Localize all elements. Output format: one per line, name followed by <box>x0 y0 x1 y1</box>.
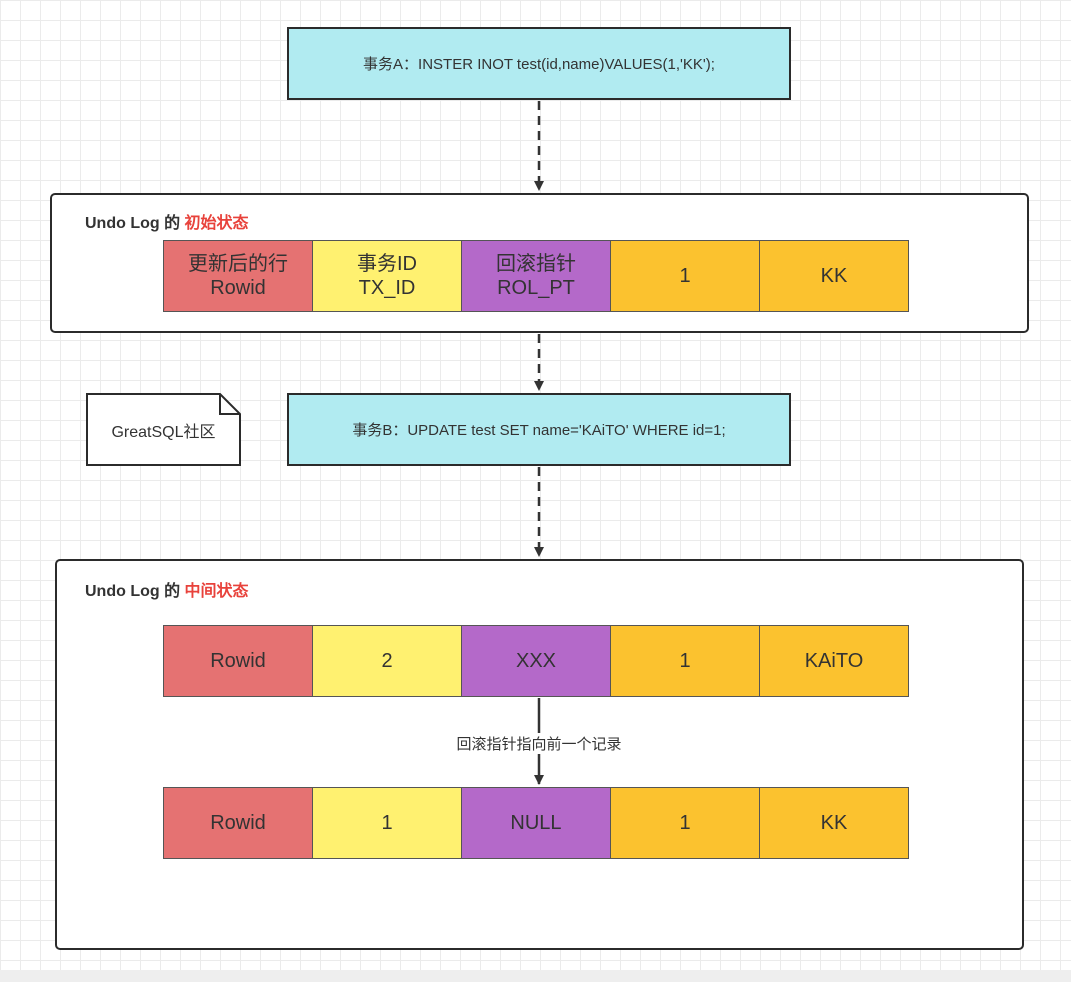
cell-line1: 事务ID <box>357 253 417 275</box>
transaction-b-text: 事务B：UPDATE test SET name='KAiTO' WHERE i… <box>352 422 726 439</box>
cell-name[interactable]: KAiTO <box>759 625 909 697</box>
cell-line1: 更新后的行 <box>188 253 288 275</box>
cell-rowid[interactable]: Rowid <box>163 787 313 859</box>
cell-rol-pt[interactable]: XXX <box>461 625 611 697</box>
cell-name[interactable]: KK <box>759 787 909 859</box>
panel-title-prefix: Undo Log 的 <box>85 583 185 600</box>
panel-title-prefix: Undo Log 的 <box>85 215 185 232</box>
panel-title-accent: 初始状态 <box>184 215 249 232</box>
initial-row: 更新后的行 Rowid 事务ID TX_ID 回滚指针 ROL_PT 1 KK <box>163 240 909 312</box>
cell-line1: 1 <box>679 265 691 287</box>
note-label: GreatSQL社区 <box>111 423 216 441</box>
rollback-pointer-label-text: 回滚指针指向前一个记录 <box>456 736 622 753</box>
cell-id[interactable]: 1 <box>610 787 760 859</box>
cell-id[interactable]: 1 <box>610 625 760 697</box>
cell-rol-pt[interactable]: 回滚指针 ROL_PT <box>461 240 611 312</box>
cell-line2: ROL_PT <box>497 277 575 299</box>
cell-rol-pt[interactable]: NULL <box>461 787 611 859</box>
panel-title-accent: 中间状态 <box>184 583 249 600</box>
cell-line1: 回滚指针 <box>496 253 576 275</box>
cell-tx-id[interactable]: 事务ID TX_ID <box>312 240 462 312</box>
cell-tx-id[interactable]: 1 <box>312 787 462 859</box>
cell-line2: TX_ID <box>358 277 416 299</box>
transaction-a-box[interactable]: 事务A：INSTER INOT test(id,name)VALUES(1,'K… <box>287 27 791 100</box>
panel-title-initial: Undo Log 的 初始状态 <box>85 209 249 233</box>
cell-rowid[interactable]: Rowid <box>163 625 313 697</box>
cell-id[interactable]: 1 <box>610 240 760 312</box>
note-outline <box>86 393 241 466</box>
old-version-row: Rowid 1 NULL 1 KK <box>163 787 909 859</box>
cell-line2: Rowid <box>210 277 266 299</box>
cell-name[interactable]: KK <box>759 240 909 312</box>
transaction-b-box[interactable]: 事务B：UPDATE test SET name='KAiTO' WHERE i… <box>287 393 791 466</box>
panel-title-middle: Undo Log 的 中间状态 <box>85 577 249 601</box>
transaction-a-text: 事务A：INSTER INOT test(id,name)VALUES(1,'K… <box>363 56 715 73</box>
cell-rowid[interactable]: 更新后的行 Rowid <box>163 240 313 312</box>
note-shape[interactable]: GreatSQL社区 <box>86 393 241 466</box>
cell-tx-id[interactable]: 2 <box>312 625 462 697</box>
cell-line1: KK <box>820 265 848 287</box>
new-version-row: Rowid 2 XXX 1 KAiTO <box>163 625 909 697</box>
rollback-pointer-label: 回滚指针指向前一个记录 <box>389 733 689 754</box>
canvas-bottom-scrollbar[interactable] <box>0 970 1071 982</box>
